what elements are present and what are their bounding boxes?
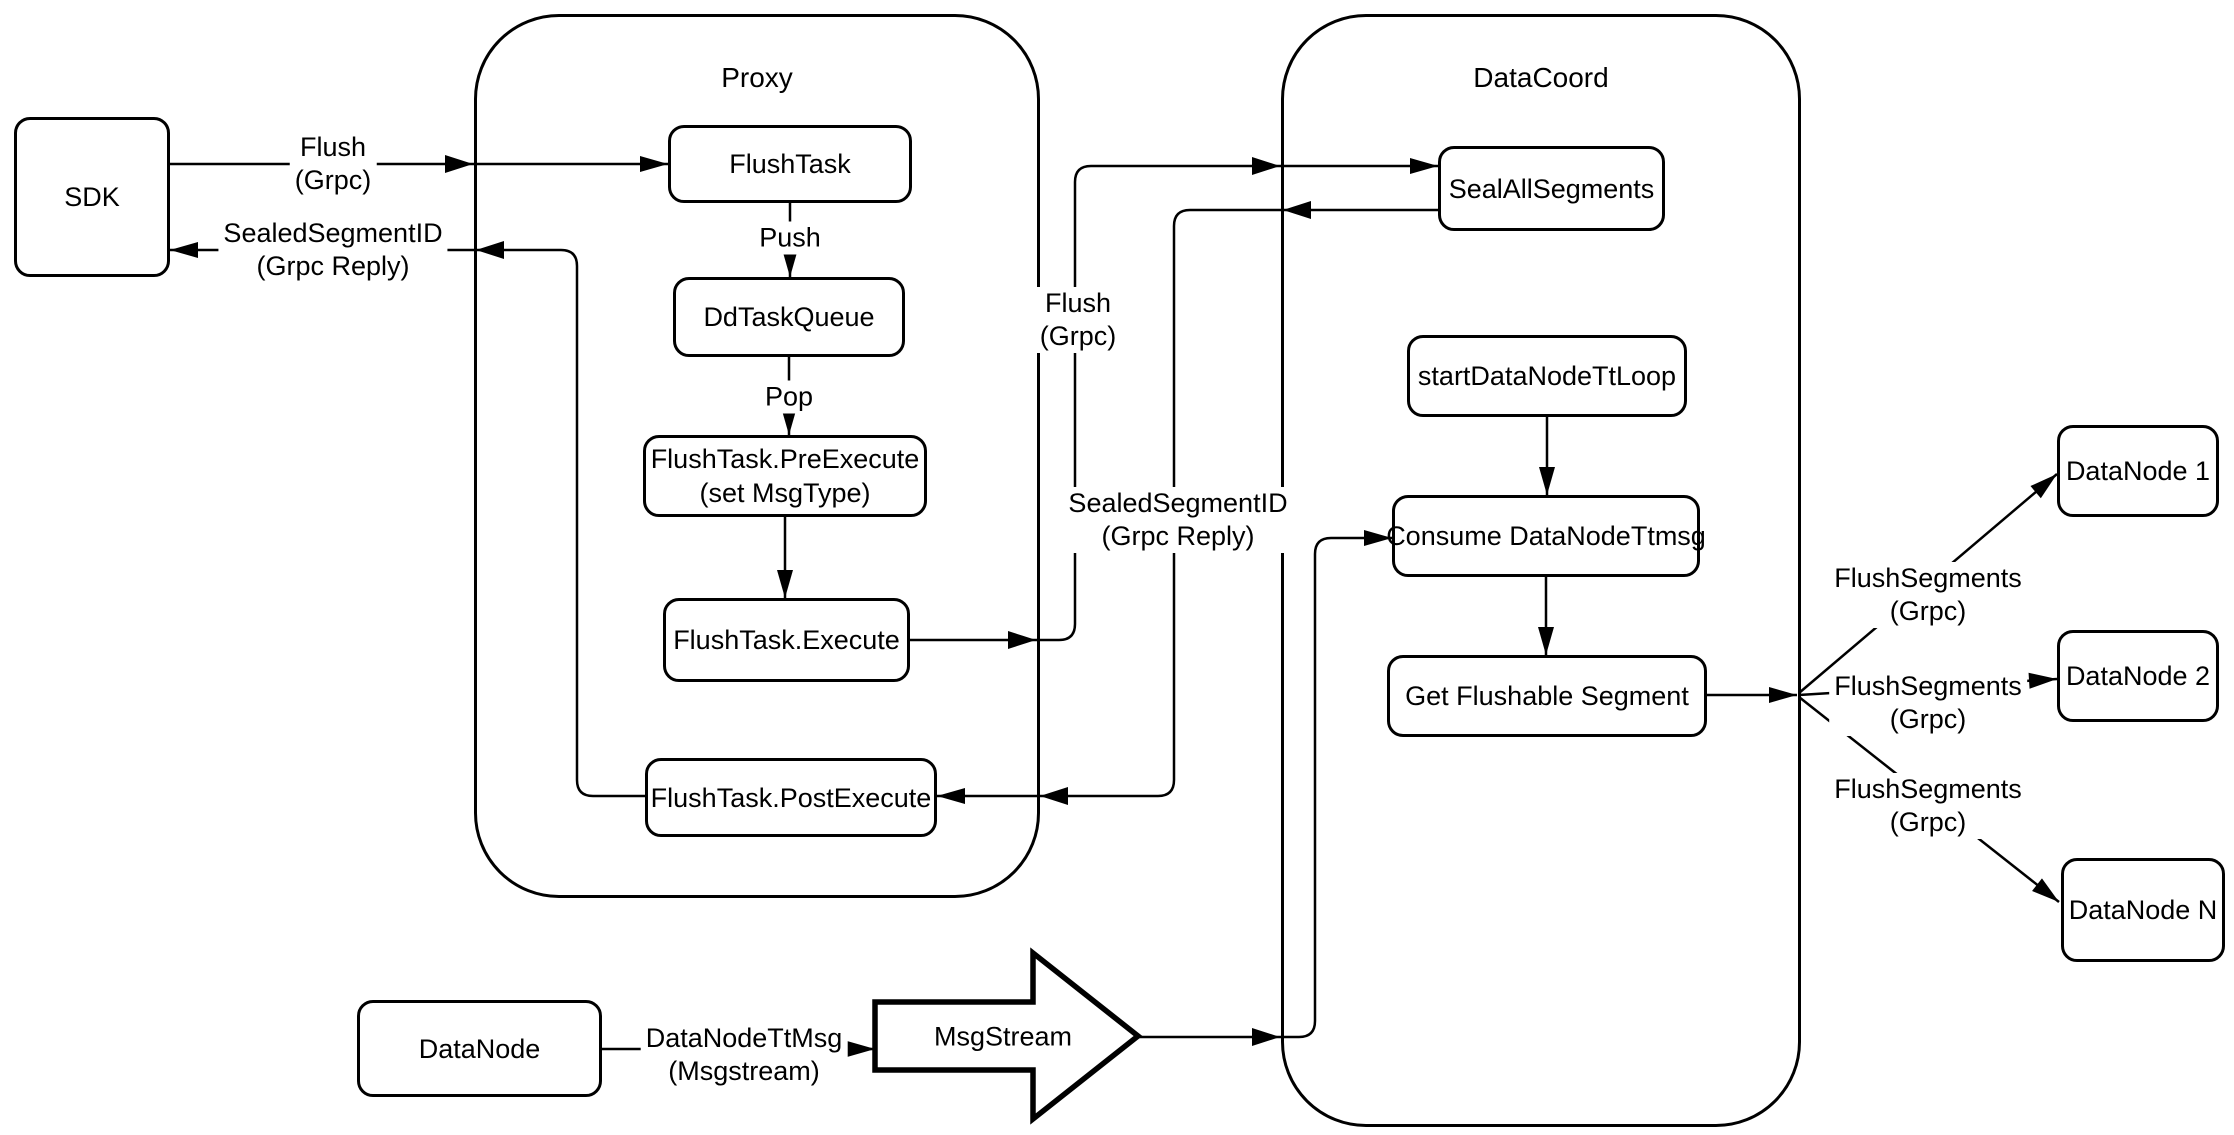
- node-flushtask: FlushTask: [668, 125, 912, 203]
- proxy-container-title: Proxy: [721, 62, 793, 93]
- node-sealallsegments-label: SealAllSegments: [1448, 173, 1655, 204]
- node-flushtask-postexecute-label: FlushTask.PostExecute: [650, 782, 932, 813]
- node-datanode-2: DataNode 2: [2057, 630, 2219, 722]
- edge-label-flush-datacoord: Flush (Grpc): [1034, 287, 1122, 353]
- node-flushtask-postexecute: FlushTask.PostExecute: [645, 758, 937, 837]
- node-datanode: DataNode: [357, 1000, 602, 1097]
- datacoord-container-title: DataCoord: [1473, 62, 1609, 93]
- arrowhead-datacoord-in-flush: [1252, 157, 1280, 175]
- edge-postexecute-to-sdk: [170, 242, 645, 798]
- edge-label-pop: Pop: [759, 380, 819, 414]
- node-flushtask-execute: FlushTask.Execute: [663, 598, 910, 682]
- datacoord-container: [1281, 14, 1801, 1127]
- node-sealallsegments: SealAllSegments: [1438, 146, 1665, 231]
- boundary-arrowheads: [445, 155, 1311, 1046]
- arrowhead-proxy-in: [445, 155, 473, 173]
- node-flushtask-execute-label: FlushTask.Execute: [673, 625, 900, 655]
- node-sdk-label: SDK: [64, 182, 120, 212]
- node-flushtask-preexecute: FlushTask.PreExecute (set MsgType): [643, 435, 927, 517]
- arrowhead-proxy-out-reply: [476, 241, 504, 259]
- node-datanode-1-label: DataNode 1: [2065, 456, 2211, 486]
- node-consume-datanodettmsg: Consume DataNodeTtmsg: [1386, 495, 1706, 577]
- node-ddtaskqueue: DdTaskQueue: [673, 277, 905, 357]
- edge-label-push: Push: [754, 221, 826, 255]
- msgstream-label: MsgStream: [933, 1021, 1073, 1052]
- node-sdk: SDK: [14, 117, 170, 277]
- edge-label-flush-sdk: Flush (Grpc): [289, 131, 377, 197]
- node-get-flushable-segment: Get Flushable Segment: [1387, 655, 1707, 737]
- edge-label-flushsegments-1: FlushSegments (Grpc): [1829, 562, 2027, 628]
- edge-label-flushsegments-3: FlushSegments (Grpc): [1829, 773, 2027, 839]
- edge-msgstream-to-consume: [1138, 530, 1392, 1039]
- node-startdatanodettloop: startDataNodeTtLoop: [1407, 335, 1687, 417]
- node-flushtask-preexecute-label: FlushTask.PreExecute: [650, 444, 920, 474]
- arrowhead-datacoord-out-sealed: [1283, 201, 1311, 219]
- edge-execute-to-sealallsegments: [910, 158, 1438, 642]
- node-datanode-2-label: DataNode 2: [2065, 661, 2211, 691]
- node-flushtask-preexecute-label2: (set MsgType): [699, 478, 871, 508]
- node-get-flushable-segment-label: Get Flushable Segment: [1405, 681, 1689, 711]
- edge-label-sealed-proxy: SealedSegmentID (Grpc Reply): [1063, 487, 1293, 553]
- edge-label-datanodettmsg: DataNodeTtMsg (Msgstream): [640, 1022, 848, 1088]
- node-datanode-1: DataNode 1: [2057, 425, 2219, 517]
- msgstream-shape: [872, 947, 1143, 1125]
- arrowhead-datacoord-in-msgstream: [1252, 1028, 1280, 1046]
- proxy-container: [474, 14, 1040, 898]
- arrowhead-proxy-in-sealed: [1040, 787, 1068, 805]
- node-datanode-n-label: DataNode N: [2068, 895, 2218, 925]
- node-datanode-label: DataNode: [418, 1033, 541, 1064]
- node-consume-datanodettmsg-label: Consume DataNodeTtmsg: [1386, 521, 1706, 551]
- node-startdatanodettloop-label: startDataNodeTtLoop: [1417, 361, 1677, 391]
- arrowhead-proxy-out-flush: [1008, 631, 1036, 649]
- node-flushtask-label: FlushTask: [729, 149, 851, 179]
- node-ddtaskqueue-label: DdTaskQueue: [703, 302, 875, 332]
- edge-label-sealed-sdk: SealedSegmentID (Grpc Reply): [218, 217, 448, 283]
- edge-label-flushsegments-2: FlushSegments (Grpc): [1829, 670, 2027, 736]
- node-datanode-n: DataNode N: [2061, 858, 2225, 962]
